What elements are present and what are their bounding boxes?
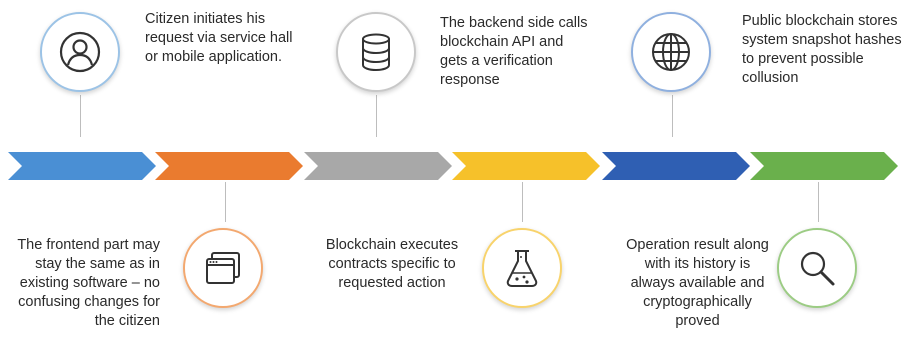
timeline-arrow-2 bbox=[155, 152, 303, 180]
timeline-arrow-4 bbox=[452, 152, 600, 180]
timeline-arrow-1 bbox=[8, 152, 156, 180]
step-4-text: Blockchain executes contracts specific t… bbox=[325, 237, 459, 291]
connector-line-3 bbox=[376, 95, 377, 137]
connector-line-4 bbox=[522, 182, 523, 222]
user-icon bbox=[59, 31, 101, 73]
connector-line-5 bbox=[672, 95, 673, 137]
connector-line-1 bbox=[80, 95, 81, 137]
connector-line-6 bbox=[818, 182, 819, 222]
step-1-circle bbox=[40, 12, 120, 92]
browser-windows-icon bbox=[206, 252, 240, 284]
step-2-circle bbox=[183, 228, 263, 308]
timeline-arrow-6 bbox=[750, 152, 898, 180]
flask-icon bbox=[506, 250, 538, 287]
timeline-arrow-5 bbox=[602, 152, 750, 180]
step-2-text: The frontend part may stay the same as i… bbox=[17, 237, 160, 329]
step-5-text: Public blockchain stores system snapshot… bbox=[742, 13, 902, 86]
step-5-circle bbox=[631, 12, 711, 92]
step-1-text: Citizen initiates his request via servic… bbox=[145, 11, 293, 65]
connector-line-2 bbox=[225, 182, 226, 222]
globe-icon bbox=[652, 33, 690, 71]
step-6-text: Operation result along with its history … bbox=[626, 237, 769, 329]
step-4-circle bbox=[482, 228, 562, 308]
search-icon bbox=[800, 251, 835, 286]
step-3-circle bbox=[336, 12, 416, 92]
step-6-circle bbox=[777, 228, 857, 308]
database-icon bbox=[362, 33, 390, 72]
step-3-text: The backend side calls blockchain API an… bbox=[440, 15, 588, 88]
timeline-arrow-3 bbox=[304, 152, 452, 180]
